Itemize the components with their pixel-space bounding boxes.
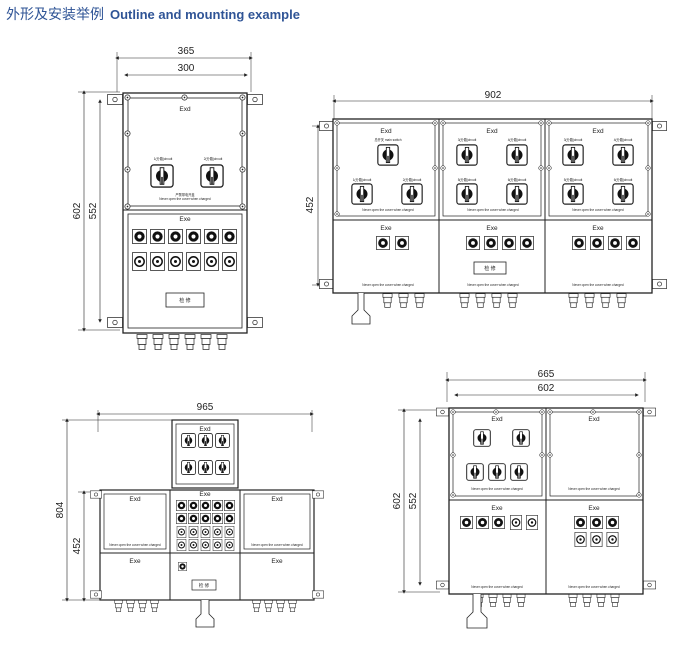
figure-3-cross-enclosure: 965 804 452 Exd Exd Exe Exd Never open (55, 402, 324, 628)
fig4-warn-right: Never open the cover when charged (568, 487, 620, 491)
fig1-switch-2 (200, 164, 224, 188)
fig1-height-outer: 602 (72, 202, 83, 219)
fig2-warn-left: Never open the cover when charged (362, 208, 414, 212)
fig2-conduit-entry (351, 293, 371, 325)
fig3-nameplate: 检 修 (199, 582, 210, 589)
fig1-height-inner: 552 (88, 202, 99, 219)
fig3-exe-right: Exe (271, 558, 283, 565)
fig2-c1-label: 1(分路)circuit (353, 177, 372, 182)
fig4-warn-b-right: Never open the cover when charged (568, 585, 620, 589)
fig1-width-outer: 365 (178, 46, 195, 57)
fig3-exd-right: Exd (271, 496, 283, 503)
fig2-exd-right: Exd (592, 128, 604, 135)
fig4-exe-right: Exe (588, 505, 600, 512)
fig1-cable-glands (136, 334, 228, 350)
fig4-warn-left: Never open the cover when charged (471, 487, 523, 491)
fig4-exe-left: Exe (491, 505, 503, 512)
fig2-warn-b-right: Never open the cover when charged (572, 283, 624, 287)
fig2-warn-b-mid: Never open the cover when charged (467, 283, 519, 287)
fig4-height-inner: 552 (408, 492, 419, 509)
fig1-warning: 严禁带电开盖 (175, 192, 195, 197)
fig2-main-switch (377, 144, 399, 166)
fig1-exd-label: Exd (179, 106, 191, 113)
fig3-width: 965 (197, 402, 214, 413)
fig4-height-outer: 602 (392, 492, 403, 509)
fig2-c4b-label: 4(分路)circuit (614, 137, 633, 142)
fig2-exd-left: Exd (380, 128, 392, 135)
figure-1-single-enclosure: 365 300 602 552 Exd 1(分路)circuit 2(分路)ci… (72, 46, 263, 350)
fig2-nameplate: 检 修 (484, 265, 495, 272)
fig3-height-outer: 804 (55, 501, 66, 518)
fig3-exd-left: Exd (129, 496, 141, 503)
fig4-exd-right: Exd (588, 416, 600, 423)
fig3-exe-left: Exe (129, 558, 141, 565)
fig2-warn-mid: Never open the cover when charged (467, 208, 519, 212)
fig2-warn-right: Never open the cover when charged (572, 208, 624, 212)
fig2-c3-label: 3(分路)circuit (458, 137, 477, 142)
fig4-width-outer: 665 (538, 369, 555, 380)
fig1-circuit-1: 1(分路)circuit (154, 156, 173, 161)
fig2-height: 452 (305, 196, 316, 213)
fig3-exe-center: Exe (199, 491, 211, 498)
fig1-circuit-2: 2(分路)circuit (204, 156, 223, 161)
fig3-exd-top: Exd (199, 426, 211, 433)
fig1-width-inner: 300 (178, 63, 195, 74)
fig2-cable-glands (382, 293, 627, 308)
fig2-c5-label: 5(分路)circuit (458, 177, 477, 182)
fig2-main-switch-label: 总开关 main switch (374, 137, 401, 142)
heading-chinese: 外形及安装举例 (6, 7, 104, 23)
fig1-warning-en: Never open the cover when charged (159, 197, 211, 201)
figure-4-double-enclosure: 665 602 602 552 Exd Exd Never open the c… (392, 369, 656, 629)
fig2-c2-label: 2(分路)circuit (403, 177, 422, 182)
fig2-c3b-label: 3(分路)circuit (564, 137, 583, 142)
fig1-switch-1 (150, 164, 174, 188)
fig2-warn-b-left: Never open the cover when charged (362, 283, 414, 287)
fig3-warn-left: Never open the cover when charged (109, 543, 161, 547)
fig2-exe-mid: Exe (486, 225, 498, 232)
fig3-height-inner: 452 (72, 537, 83, 554)
fig4-width-inner: 602 (538, 383, 555, 394)
fig1-nameplate: 检 修 (179, 297, 190, 304)
fig2-c6-label: 6(分路)circuit (508, 177, 527, 182)
fig4-cable-glands (474, 594, 620, 607)
fig4-exd-left: Exd (491, 416, 503, 423)
fig2-width: 902 (485, 90, 502, 101)
page-heading: 外形及安装举例 Outline and mounting example (6, 5, 300, 25)
fig2-c4-label: 4(分路)circuit (508, 137, 527, 142)
fig4-warn-b-left: Never open the cover when charged (471, 585, 523, 589)
fig2-c5b-label: 5(分路)circuit (564, 177, 583, 182)
fig2-exe-left: Exe (380, 225, 392, 232)
fig1-exe-label: Exe (179, 216, 191, 223)
fig2-exd-mid: Exd (486, 128, 498, 135)
fig2-c6b-label: 6(分路)circuit (614, 177, 633, 182)
fig2-exe-right: Exe (592, 225, 604, 232)
figure-2-triple-enclosure: 902 452 Exd Exd Exd 总开关 main switch 1(分路… (305, 90, 667, 325)
heading-english: Outline and mounting example (110, 7, 300, 22)
fig3-warn-right: Never open the cover when charged (251, 543, 303, 547)
